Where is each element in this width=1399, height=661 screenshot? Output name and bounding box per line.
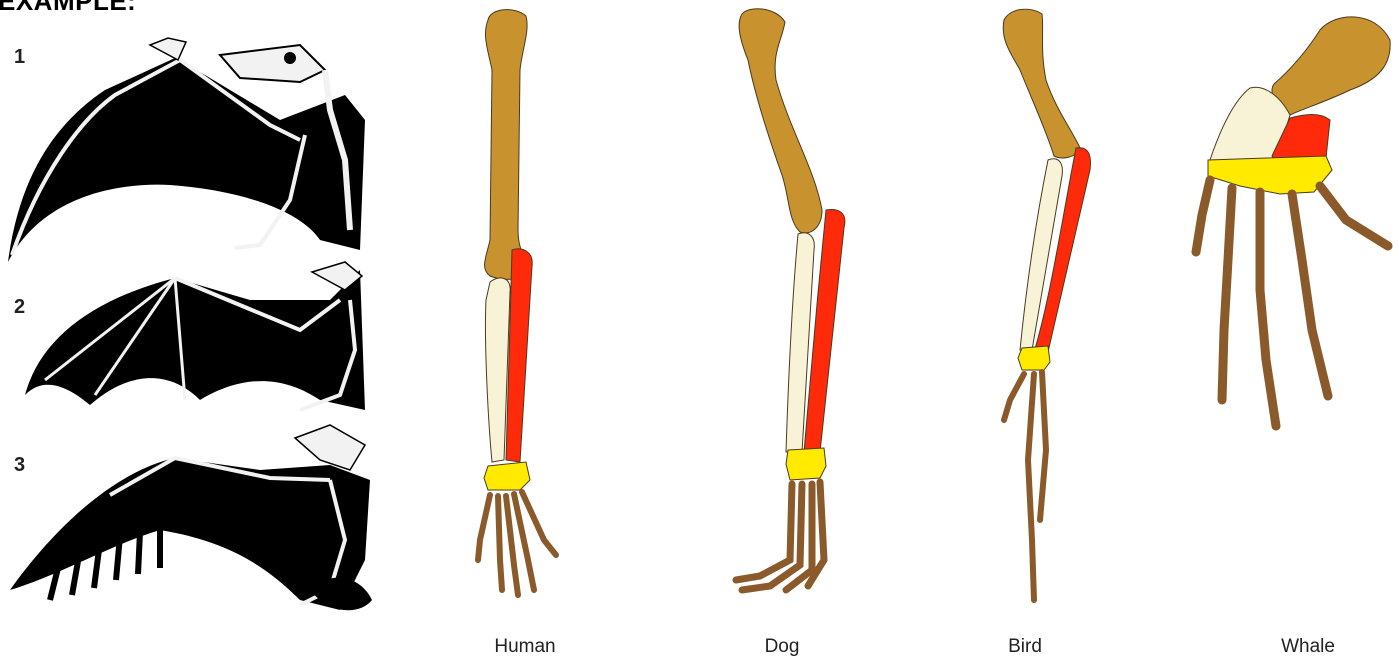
bird-carpals: [1018, 346, 1050, 370]
caption-whale: Whale: [1238, 636, 1378, 658]
dog-leg-diagram: [730, 0, 860, 620]
whale-humerus: [1272, 17, 1390, 115]
dog-humerus: [739, 9, 822, 233]
bird-humerus: [1003, 9, 1080, 158]
caption-human: Human: [455, 636, 595, 658]
wing-illustrations: [0, 0, 400, 661]
whale-phalanges: [1196, 180, 1388, 426]
caption-dog: Dog: [712, 636, 852, 658]
bird-wing: [10, 425, 372, 610]
human-humerus: [485, 10, 529, 280]
whale-carpals: [1208, 156, 1332, 194]
human-radius: [506, 249, 532, 462]
whale-flipper-diagram: [1180, 0, 1399, 620]
human-carpals: [484, 462, 530, 490]
bat-wing: [25, 262, 365, 410]
bird-wing-diagram: [990, 0, 1110, 620]
human-arm-diagram: [470, 0, 580, 620]
human-phalanges: [478, 492, 556, 595]
dog-phalanges: [736, 482, 824, 590]
dog-carpals: [786, 448, 826, 480]
caption-bird: Bird: [955, 636, 1095, 658]
bird-phalanges: [1004, 372, 1046, 600]
pterosaur-wing: [8, 38, 365, 262]
